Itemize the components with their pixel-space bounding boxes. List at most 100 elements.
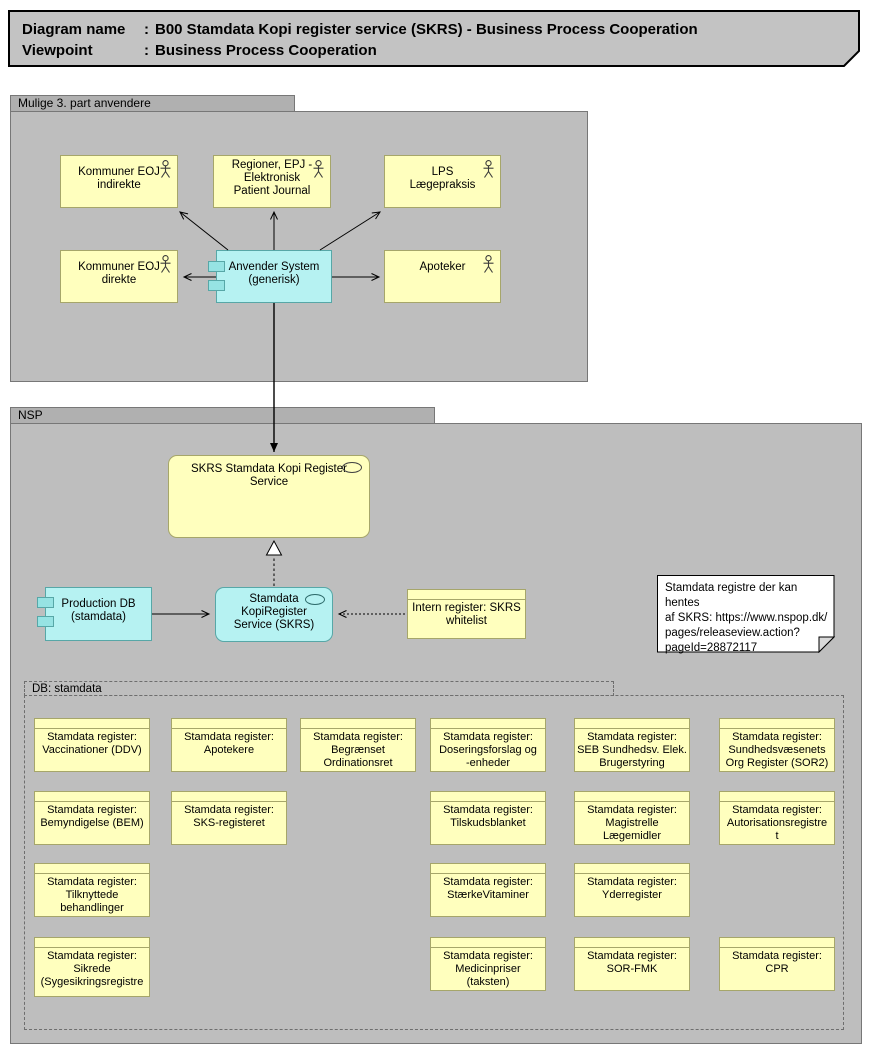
actor-label: Kommuner EOJ direkte	[78, 261, 160, 286]
actor-regioner-epj: Regioner, EPJ - Elektronisk Patient Jour…	[213, 155, 331, 208]
object-top-strip	[720, 792, 834, 802]
object-top-strip	[720, 938, 834, 948]
service-oval-icon	[305, 594, 325, 605]
object-top-strip	[431, 792, 545, 802]
register-label: Stamdata register: Autorisationsregistre…	[726, 804, 828, 842]
register-label: Stamdata register: Doseringsforslag og -…	[439, 731, 537, 769]
group-tab-db-stamdata: DB: stamdata	[24, 681, 614, 696]
register-tilskudsblanket: Stamdata register: Tilskudsblanket	[430, 791, 546, 845]
note-fold-icon	[818, 636, 835, 653]
register-label: Stamdata register: SKS-registeret	[184, 804, 274, 829]
register-sor-fmk: Stamdata register: SOR-FMK	[574, 937, 690, 991]
component-anvender-system: Anvender System (generisk)	[216, 250, 332, 303]
diagram-name-value: B00 Stamdata Kopi register service (SKRS…	[155, 21, 698, 38]
object-top-strip	[172, 792, 286, 802]
object-top-strip	[35, 938, 149, 948]
object-top-strip	[431, 938, 545, 948]
register-tilknyttede-behandlinger: Stamdata register: Tilknyttede behandlin…	[34, 863, 150, 917]
object-top-strip	[408, 590, 525, 600]
service-skrs-stamdata-kopi-register: SKRS Stamdata Kopi Register Service	[168, 455, 370, 538]
actor-icon	[160, 160, 171, 178]
actor-icon	[483, 255, 494, 273]
title-block: Diagram name: B00 Stamdata Kopi register …	[8, 10, 861, 68]
diagram-name-separator: :	[144, 21, 149, 38]
actor-label: Kommuner EOJ indirekte	[78, 166, 160, 191]
object-top-strip	[35, 792, 149, 802]
viewpoint-label: Viewpoint	[22, 42, 93, 59]
note-stamdata-registre: Stamdata registre der kan hentes af SKRS…	[657, 575, 835, 654]
service-stamdata-kopiregister: Stamdata KopiRegister Service (SKRS)	[215, 587, 333, 642]
viewpoint-row: Viewpoint: Business Process Cooperation	[22, 40, 698, 61]
register-label: Stamdata register: SOR-FMK	[587, 950, 677, 975]
object-top-strip	[301, 719, 415, 729]
object-top-strip	[575, 938, 689, 948]
component-tab-icon	[37, 597, 54, 608]
object-top-strip	[575, 864, 689, 874]
component-tab-icon	[208, 280, 225, 291]
component-label: Anvender System (generisk)	[228, 261, 320, 286]
object-top-strip	[720, 719, 834, 729]
note-text: Stamdata registre der kan hentes af SKRS…	[665, 582, 828, 654]
note-shape	[657, 575, 835, 653]
object-top-strip	[575, 719, 689, 729]
title-text: Diagram name: B00 Stamdata Kopi register …	[22, 19, 698, 61]
object-top-strip	[35, 719, 149, 729]
viewpoint-separator: :	[144, 42, 149, 59]
actor-lps-laegepraksis: LPS Lægepraksis	[384, 155, 501, 208]
register-apotekere: Stamdata register: Apotekere	[171, 718, 287, 772]
title-block-shape	[8, 10, 860, 67]
register-label: Stamdata register: Medicinpriser (takste…	[443, 950, 533, 988]
object-top-strip	[575, 792, 689, 802]
register-label: Stamdata register: CPR	[732, 950, 822, 975]
register-doseringsforslag: Stamdata register: Doseringsforslag og -…	[430, 718, 546, 772]
register-sks-registeret: Stamdata register: SKS-registeret	[171, 791, 287, 845]
actor-label: LPS Lægepraksis	[409, 166, 476, 191]
register-label: Stamdata register: Vaccinationer (DDV)	[42, 731, 142, 756]
register-cpr: Stamdata register: CPR	[719, 937, 835, 991]
actor-icon	[483, 160, 494, 178]
actor-label: Regioner, EPJ - Elektronisk Patient Jour…	[231, 159, 313, 197]
component-tab-icon	[37, 616, 54, 627]
component-production-db: Production DB (stamdata)	[45, 587, 152, 641]
group-tab-third-party: Mulige 3. part anvendere	[10, 95, 295, 112]
register-label: Stamdata register: Tilknyttede behandlin…	[47, 876, 137, 914]
register-label: Stamdata register: Sundhedsvæsenets Org …	[725, 731, 829, 769]
register-label: Stamdata register: Yderregister	[587, 876, 677, 901]
register-label: Stamdata register: Bemyndigelse (BEM)	[40, 804, 144, 829]
actor-apoteker: Apoteker	[384, 250, 501, 303]
register-label: Stamdata register: SEB Sundhedsv. Elek. …	[577, 731, 687, 769]
service-label: Stamdata KopiRegister Service (SKRS)	[233, 593, 315, 631]
component-tab-icon	[208, 261, 225, 272]
register-label: Stamdata register: StærkeVitaminer	[443, 876, 533, 901]
group-body-third-party	[10, 111, 588, 382]
actor-label: Apoteker	[419, 261, 466, 273]
service-label: SKRS Stamdata Kopi Register Service	[191, 463, 347, 488]
register-yderregister: Stamdata register: Yderregister	[574, 863, 690, 917]
service-oval-icon	[342, 462, 362, 473]
register-magistrelle-laegemidler: Stamdata register: Magistrelle Lægemidle…	[574, 791, 690, 845]
object-top-strip	[431, 719, 545, 729]
object-top-strip	[172, 719, 286, 729]
actor-icon	[160, 255, 171, 273]
component-label: Production DB (stamdata)	[61, 598, 136, 623]
actor-icon	[313, 160, 324, 178]
register-medicinpriser: Stamdata register: Medicinpriser (takste…	[430, 937, 546, 991]
register-sor2: Stamdata register: Sundhedsvæsenets Org …	[719, 718, 835, 772]
viewpoint-value: Business Process Cooperation	[155, 42, 377, 59]
register-label: Stamdata register: Sikrede (Sygesikrings…	[40, 950, 144, 988]
diagram-name-label: Diagram name	[22, 21, 126, 38]
group-tab-nsp: NSP	[10, 407, 435, 424]
register-label: Stamdata register: Tilskudsblanket	[443, 804, 533, 829]
register-begraenset-ordinationsret: Stamdata register: Begrænset Ordinations…	[300, 718, 416, 772]
object-top-strip	[431, 864, 545, 874]
group-body-db-stamdata	[24, 695, 844, 1030]
object-label: Intern register: SKRS whitelist	[412, 602, 521, 627]
actor-kommuner-eoj-direkte: Kommuner EOJ direkte	[60, 250, 178, 303]
object-intern-register-whitelist: Intern register: SKRS whitelist	[407, 589, 526, 639]
register-staerkevitaminer: Stamdata register: StærkeVitaminer	[430, 863, 546, 917]
register-vaccinationer-ddv: Stamdata register: Vaccinationer (DDV)	[34, 718, 150, 772]
register-label: Stamdata register: Magistrelle Lægemidle…	[587, 804, 677, 842]
register-sikrede: Stamdata register: Sikrede (Sygesikrings…	[34, 937, 150, 997]
register-autorisationsregistret: Stamdata register: Autorisationsregistre…	[719, 791, 835, 845]
